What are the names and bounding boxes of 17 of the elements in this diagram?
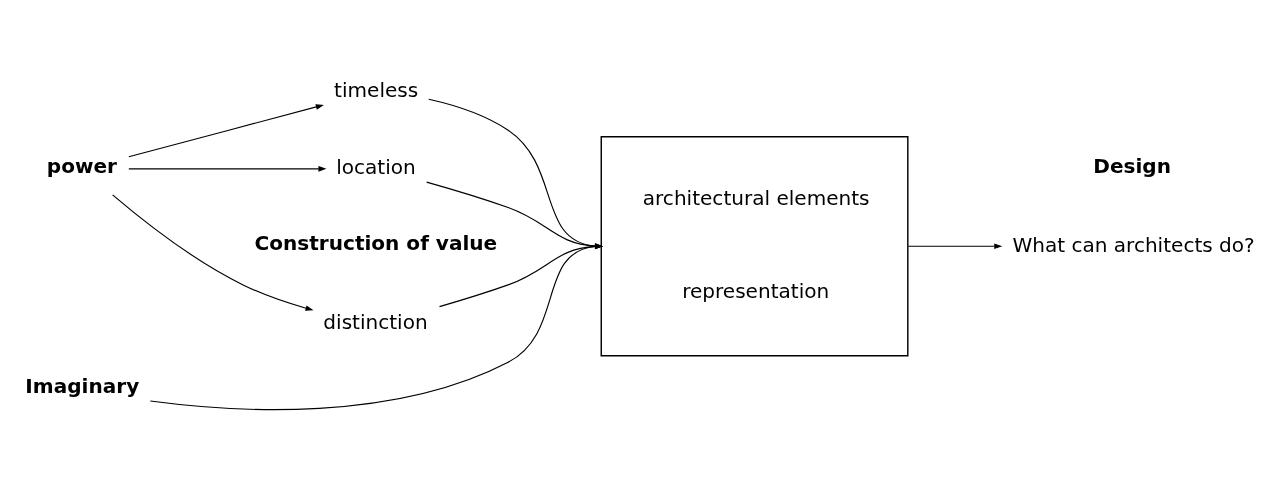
arrow [112, 193, 314, 311]
arrow [438, 243, 603, 307]
label: Construction of value [254, 230, 498, 255]
node-text: power [46, 153, 117, 178]
arrow [428, 98, 603, 249]
node-box: architectural elements representation [600, 135, 909, 356]
arrow [128, 103, 324, 157]
label: Design [1093, 153, 1171, 178]
node-text: timeless [334, 77, 419, 102]
arrow [128, 165, 327, 172]
arrow [426, 181, 603, 249]
arrow [907, 242, 1003, 249]
node-text: location [336, 154, 416, 179]
node-text: distinction [323, 309, 428, 334]
node-text: Imaginary [25, 373, 140, 398]
arrow [149, 243, 603, 410]
node-text: What can architects do? [1012, 232, 1255, 257]
